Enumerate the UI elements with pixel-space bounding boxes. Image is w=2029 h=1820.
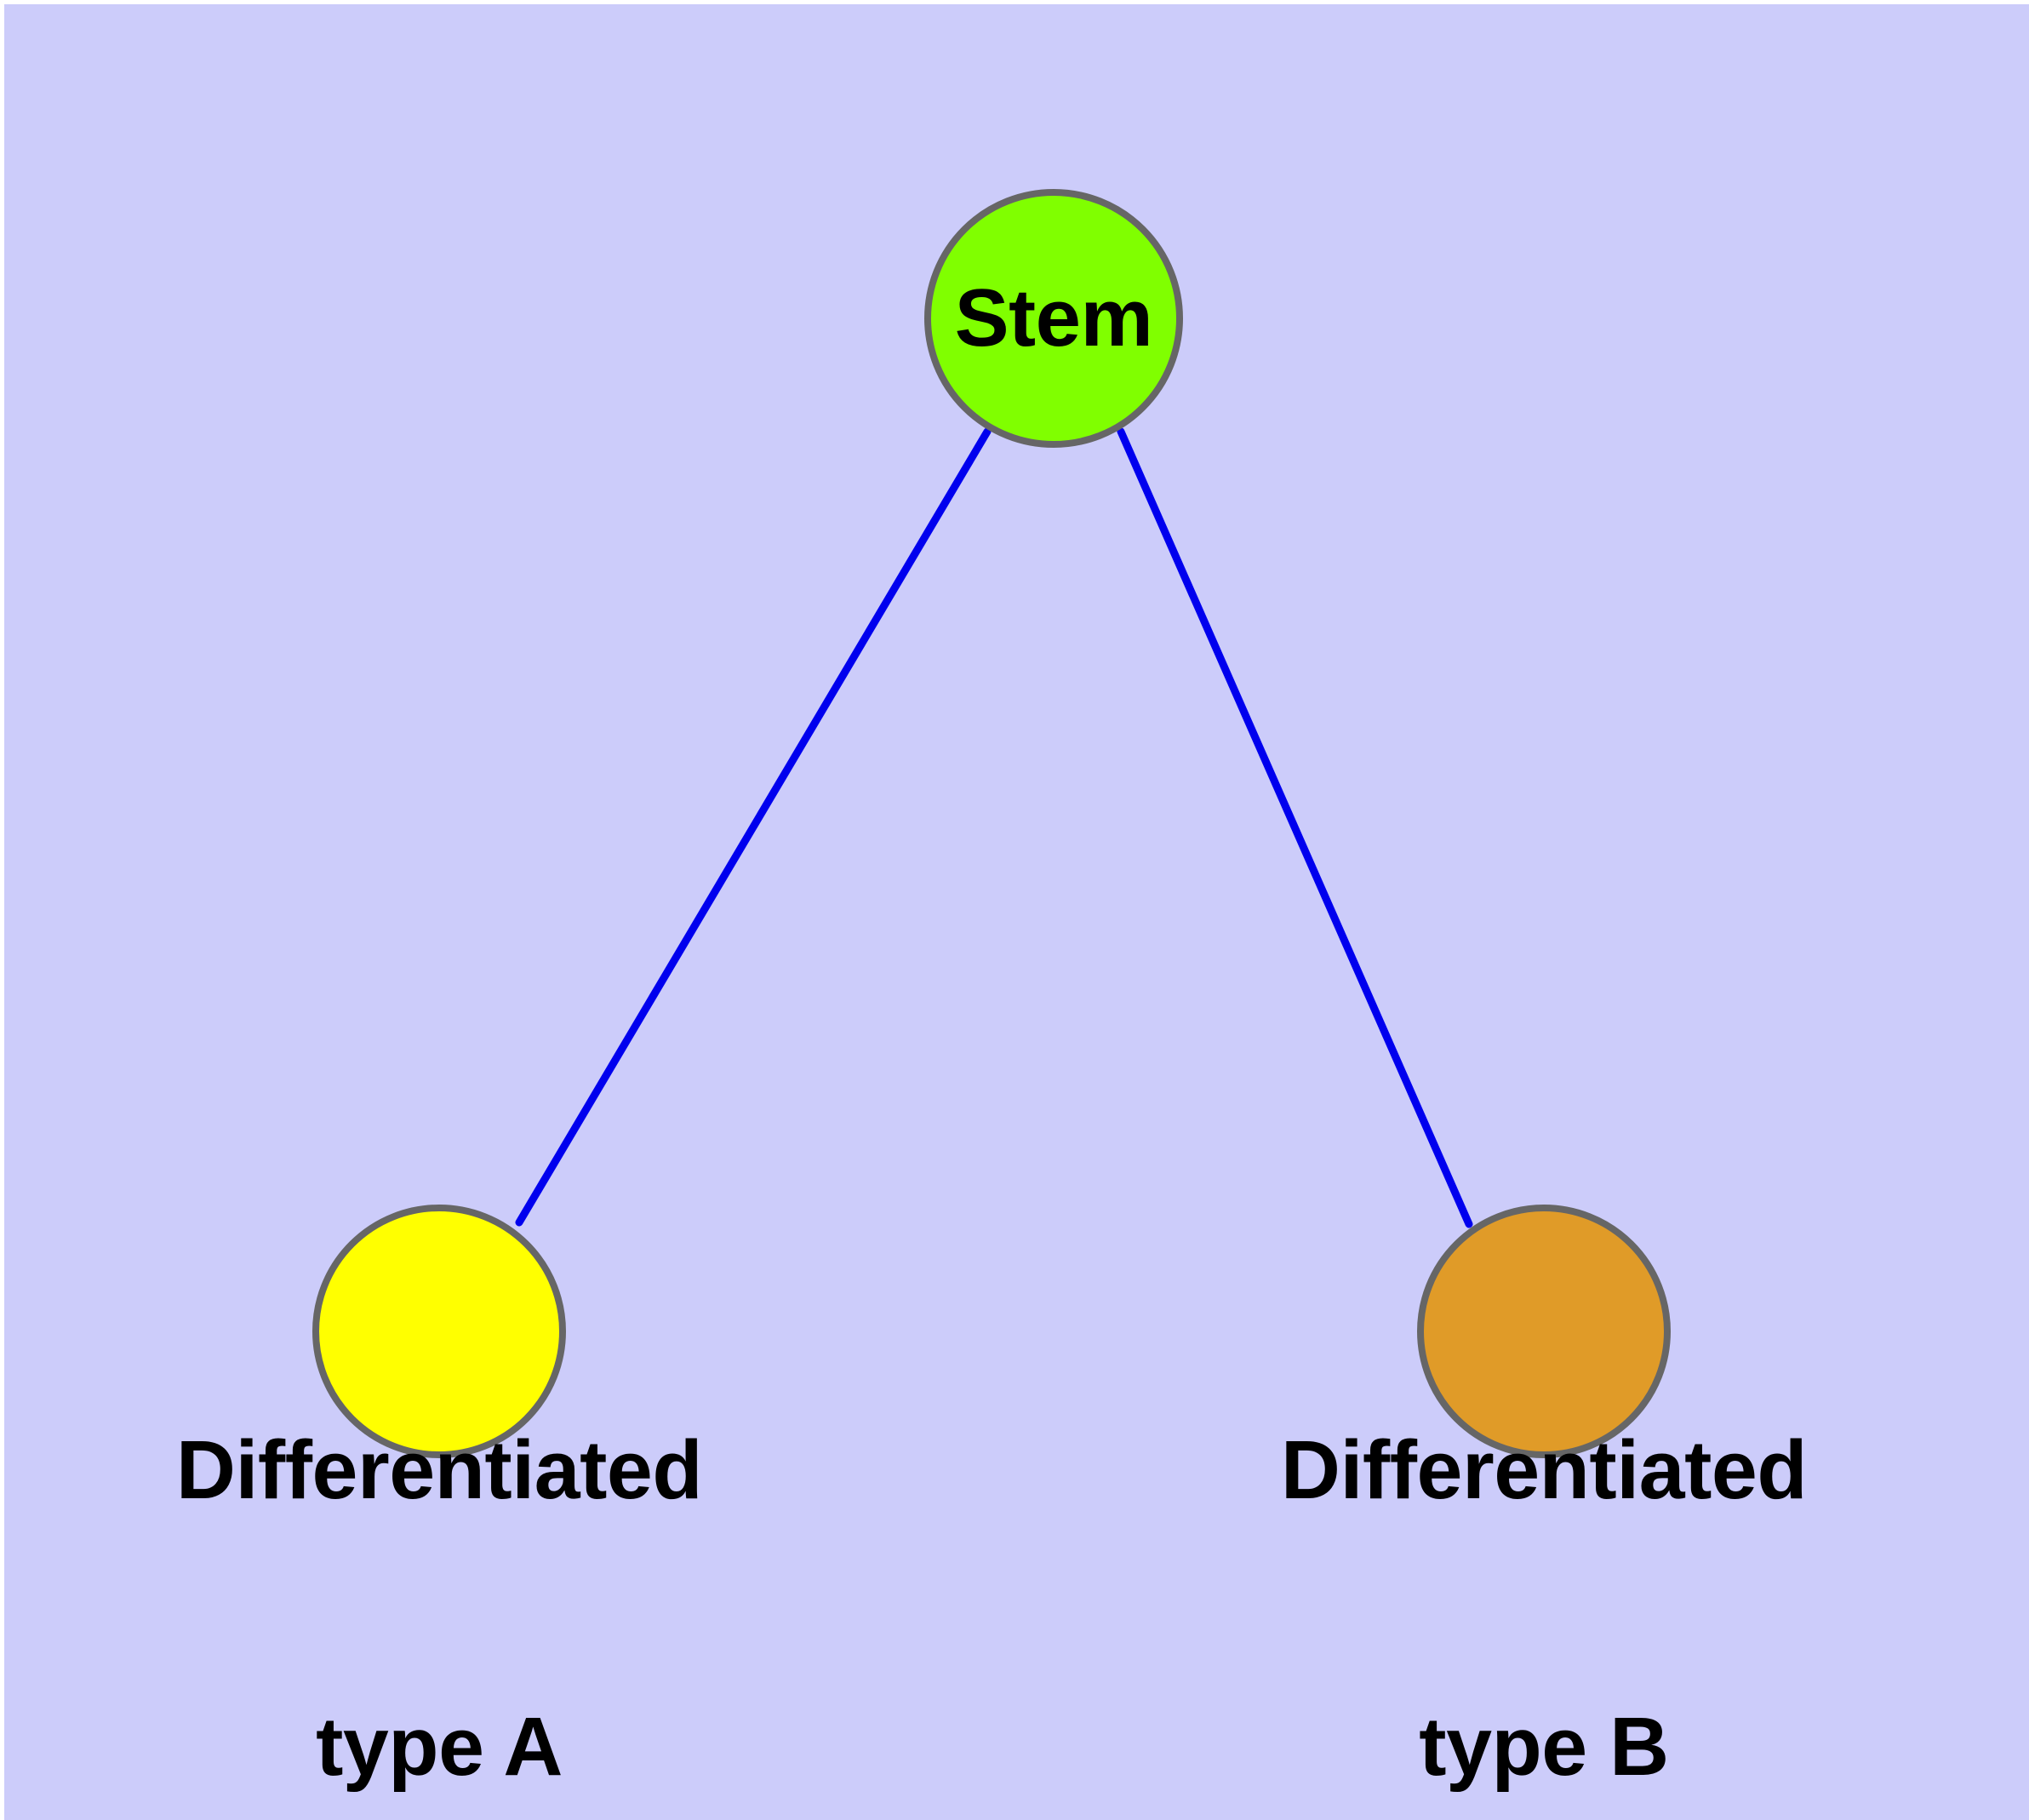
node-stem[interactable] [924, 189, 1183, 448]
node-label-line: type B [1419, 1700, 1669, 1794]
node-label-line: type A [316, 1700, 563, 1794]
edge-stem-to-differentiated-b[interactable] [1117, 427, 1473, 1228]
node-differentiated-type-b[interactable] [1417, 1205, 1671, 1458]
node-differentiated-type-a[interactable] [312, 1205, 566, 1458]
edge-stem-to-differentiated-a[interactable] [515, 427, 992, 1227]
